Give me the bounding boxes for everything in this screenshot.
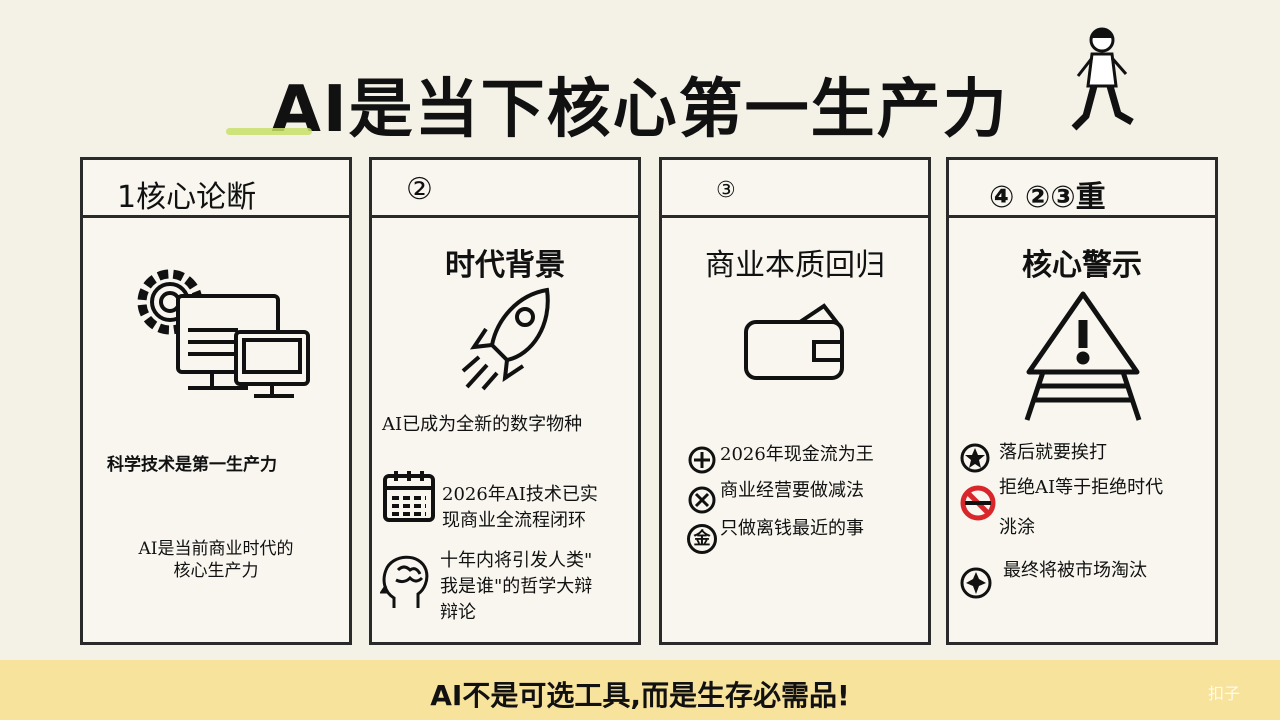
thesis-item: 科学技术是第一生产力	[107, 455, 277, 475]
brain-head-icon	[380, 555, 429, 608]
panel-core-thesis: 1核心论断 科学技术是第一生产力 AI是当前商业时代的 核心生产力	[80, 157, 352, 645]
era-item: 十年内将引发人类" 我是谁"的哲学大辩 辩论	[440, 550, 593, 623]
era-item: 2026年AI技术已实 现商业全流程闭环	[442, 484, 598, 531]
panel-title: 商业本质回归	[705, 248, 885, 283]
gear-computer-icon	[137, 269, 310, 398]
warning-sign-icon	[1024, 291, 1142, 421]
x-circle-icon	[688, 486, 716, 514]
panel-title: 核心警示	[1022, 248, 1142, 283]
panel-business-essence: ③ 商业本质回归 2026年现金流为王 商业经营要做减法 金 只做离钱最近的事	[659, 157, 931, 645]
panel-era-background: ② 时代背景 AI已成为全新的数字物种 2026年AI技术已实 现商业全流程闭环…	[369, 157, 641, 645]
walking-person-illustration	[1071, 27, 1134, 131]
warning-item: 拒绝AI等于拒绝时代 洮涂	[999, 477, 1164, 538]
banner-text: AI不是可选工具,而是生存必需品!	[430, 679, 850, 712]
panel-header: 1核心论断	[83, 160, 349, 218]
page-title: AI是当下核心第一生产力	[271, 73, 1009, 147]
essence-item: 商业经营要做减法	[720, 480, 864, 501]
burst-circle-icon	[960, 567, 992, 599]
prohibited-icon	[960, 485, 996, 521]
wallet-icon	[744, 303, 844, 380]
panel-header: ②	[372, 160, 638, 218]
bottom-banner: AI不是可选工具,而是生存必需品! 扣子	[0, 660, 1280, 720]
warning-item: 最终将被市场淘汰	[1003, 560, 1147, 581]
era-item: AI已成为全新的数字物种	[382, 414, 583, 435]
panel-core-warning: ④ ②③重 核心警示 落后就要挨打 拒绝AI等于拒绝时代 洮涂 最终将被市场淘汰	[946, 157, 1218, 645]
essence-item: 只做离钱最近的事	[720, 518, 864, 539]
thesis-item: AI是当前商业时代的 核心生产力	[138, 539, 294, 581]
gold-coin-icon: 金	[687, 524, 717, 554]
warning-item: 落后就要挨打	[999, 442, 1107, 463]
watermark-logo: 扣子	[1207, 684, 1240, 703]
panel-title: 时代背景	[445, 248, 565, 283]
calendar-icon	[383, 471, 435, 522]
star-circle-icon	[960, 443, 990, 473]
panel-header: ③	[662, 160, 928, 218]
title-underline	[226, 128, 312, 135]
panel-header: ④ ②③重	[949, 160, 1215, 218]
plus-circle-icon	[688, 446, 716, 474]
rocket-icon	[461, 287, 550, 391]
essence-item: 2026年现金流为王	[720, 444, 874, 465]
